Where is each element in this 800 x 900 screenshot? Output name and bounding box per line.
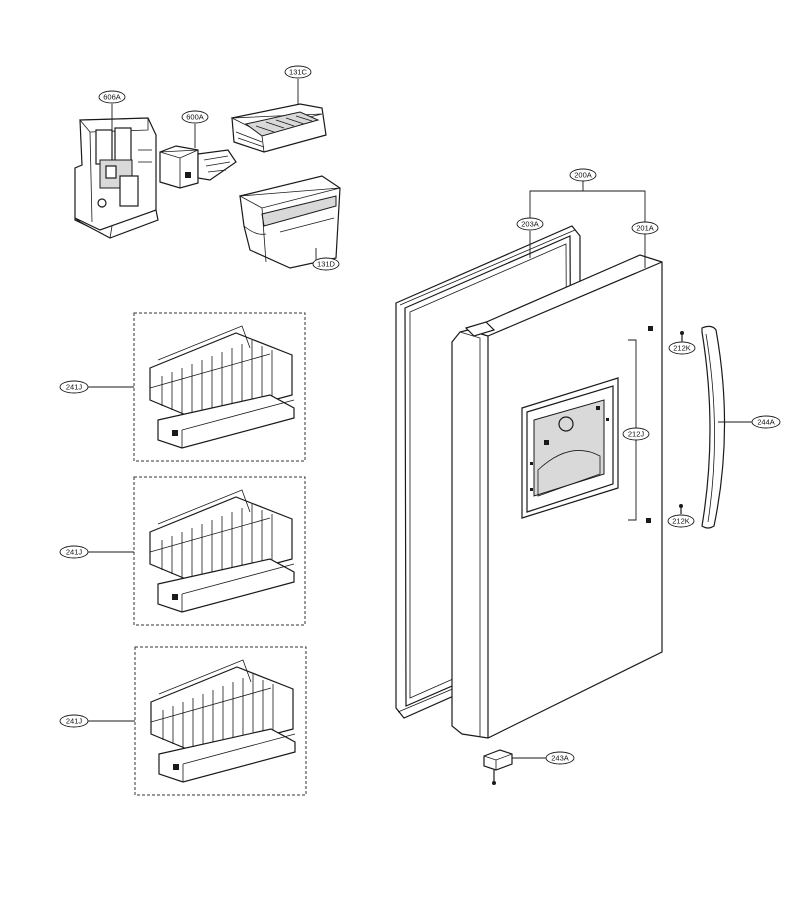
svg-text:212K: 212K xyxy=(672,517,690,526)
part-600A-icemaker-motor xyxy=(159,145,237,189)
svg-text:243A: 243A xyxy=(551,754,569,763)
callout-600A: 600A xyxy=(181,110,209,124)
part-212K-screws xyxy=(679,331,684,514)
callout-606A: 606A xyxy=(98,90,126,104)
part-606A-icemaker-housing xyxy=(74,117,159,239)
callout-200A: 200A xyxy=(569,168,597,182)
svg-text:131D: 131D xyxy=(317,260,336,269)
svg-text:203A: 203A xyxy=(521,220,539,229)
part-131D-ice-bin xyxy=(238,175,341,269)
part-244A-door-handle xyxy=(701,325,726,529)
svg-text:600A: 600A xyxy=(186,113,204,122)
svg-text:131C: 131C xyxy=(289,68,308,77)
part-201A-freezer-door xyxy=(451,254,663,739)
callout-241J-1: 241J xyxy=(59,380,89,394)
callout-212J: 212J xyxy=(622,427,650,441)
callout-131C: 131C xyxy=(284,65,312,79)
part-243A-lower-hinge xyxy=(483,749,513,785)
svg-text:201A: 201A xyxy=(636,224,654,233)
part-131C-ice-bin-cover xyxy=(230,103,327,153)
svg-text:241J: 241J xyxy=(66,717,83,726)
svg-text:606A: 606A xyxy=(103,93,121,102)
svg-text:212K: 212K xyxy=(673,344,691,353)
callout-244A: 244A xyxy=(751,415,781,429)
svg-text:212J: 212J xyxy=(628,430,645,439)
callout-241J-3: 241J xyxy=(59,714,89,728)
callout-241J-2: 241J xyxy=(59,545,89,559)
basket-panel-2 xyxy=(133,476,306,626)
callout-201A: 201A xyxy=(631,221,659,235)
callout-131D: 131D xyxy=(312,257,340,271)
basket-panel-1 xyxy=(133,312,306,462)
basket-panel-3 xyxy=(134,646,307,796)
callout-212K-top: 212K xyxy=(668,341,696,355)
svg-text:241J: 241J xyxy=(66,383,83,392)
svg-text:200A: 200A xyxy=(574,171,592,180)
callout-203A: 203A xyxy=(516,217,544,231)
leader-lines xyxy=(88,79,752,759)
callout-243A: 243A xyxy=(545,751,575,765)
svg-text:241J: 241J xyxy=(66,548,83,557)
svg-text:244A: 244A xyxy=(757,418,775,427)
callout-212K-bottom: 212K xyxy=(667,514,695,528)
